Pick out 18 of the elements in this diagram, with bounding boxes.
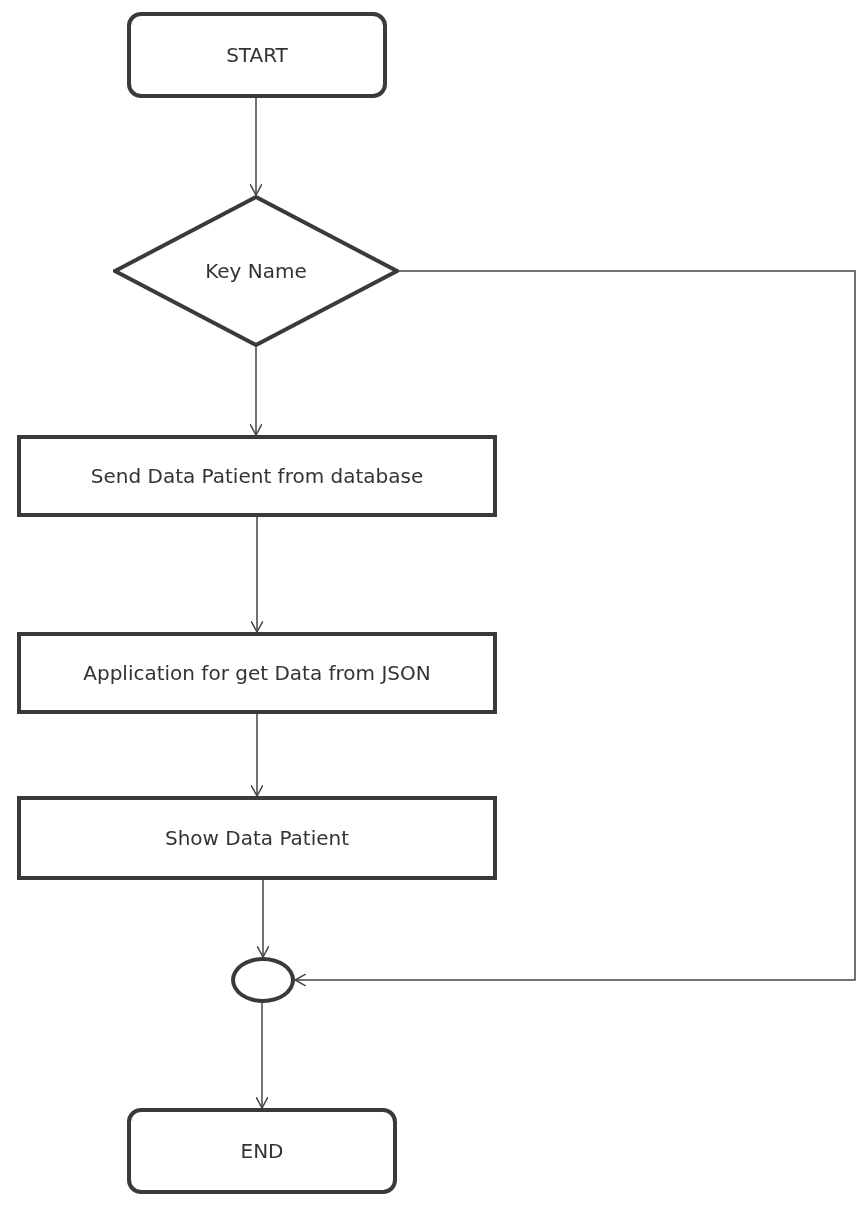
- arrow: [294, 270, 856, 987]
- terminal-box: [127, 1108, 397, 1194]
- process-box: [17, 435, 497, 517]
- node-label: Key Name: [204, 259, 308, 283]
- arrow: [250, 713, 264, 797]
- node-label: Send Data Patient from database: [89, 464, 425, 488]
- terminal-box: [127, 12, 387, 98]
- arrow: [256, 879, 270, 958]
- process-box: [17, 632, 497, 714]
- node-label: END: [239, 1139, 285, 1163]
- node-label: Show Data Patient: [163, 826, 351, 850]
- arrow: [249, 346, 263, 436]
- arrow: [255, 1002, 269, 1109]
- node-label: Application for get Data from JSON: [82, 661, 432, 685]
- node-label: START: [225, 43, 289, 67]
- arrow: [250, 516, 264, 633]
- arrow: [249, 97, 263, 196]
- process-box: [17, 796, 497, 880]
